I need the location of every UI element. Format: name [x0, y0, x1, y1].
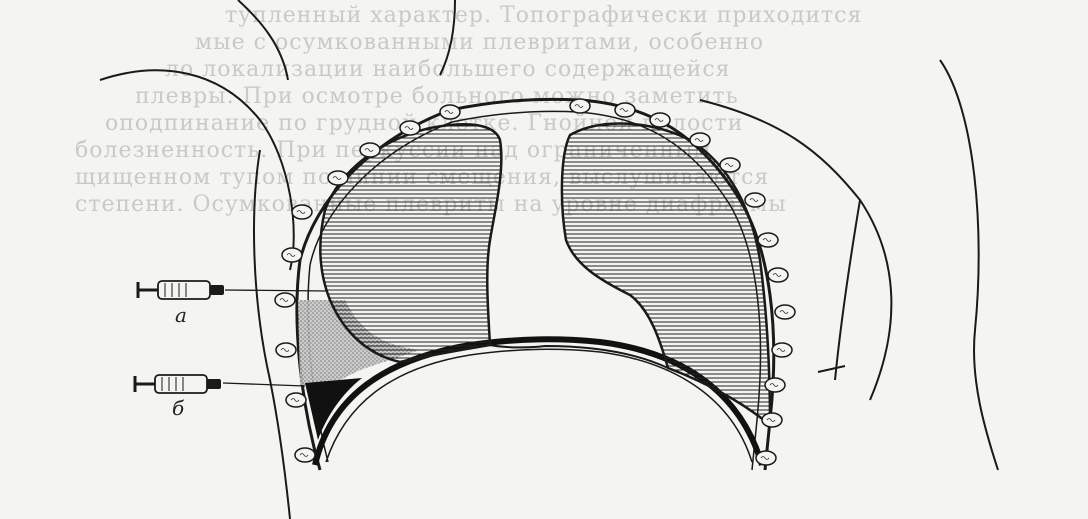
rib-section: [295, 448, 315, 462]
axillary-tick: [818, 366, 845, 372]
background-text-line: плевры. При осмотре больного можно замет…: [135, 84, 739, 109]
rib-section: [282, 248, 302, 262]
rib-section: [758, 233, 778, 247]
syringe-a-barrel: [158, 281, 210, 299]
rib-section: [768, 268, 788, 282]
rib-section: [570, 99, 590, 113]
label-a: а: [175, 303, 187, 327]
fluid-dark-region: [305, 378, 362, 440]
right-arm-line: [940, 60, 998, 470]
label-b: б: [172, 396, 185, 420]
rib-section: [690, 133, 710, 147]
background-text-line: мые с осумкованными плевритами, особенно: [195, 30, 764, 55]
rib-section: [360, 143, 380, 157]
syringe-b-barrel: [155, 375, 207, 393]
rib-section: [650, 113, 670, 127]
rib-section: [276, 343, 296, 357]
rib-section: [292, 205, 312, 219]
rib-section: [765, 378, 785, 392]
rib-section: [762, 413, 782, 427]
rib-section: [756, 451, 776, 465]
background-text-line: ло локализации наибольшего содержащейся: [165, 57, 731, 82]
rib-section: [400, 121, 420, 135]
rib-section: [720, 158, 740, 172]
rib-section: [275, 293, 295, 307]
syringe-b-needle: [223, 383, 305, 386]
rib-section: [775, 305, 795, 319]
rib-section: [286, 393, 306, 407]
rib-section: [745, 193, 765, 207]
right-arm-inner-line: [835, 200, 860, 380]
rib-section: [615, 103, 635, 117]
syringe-a-needle: [225, 290, 328, 291]
syringe-b: б: [135, 375, 305, 420]
rib-section: [328, 171, 348, 185]
rib-section: [772, 343, 792, 357]
rib-section: [440, 105, 460, 119]
background-text-line: тупленный характер. Топографически прихо…: [225, 3, 862, 28]
